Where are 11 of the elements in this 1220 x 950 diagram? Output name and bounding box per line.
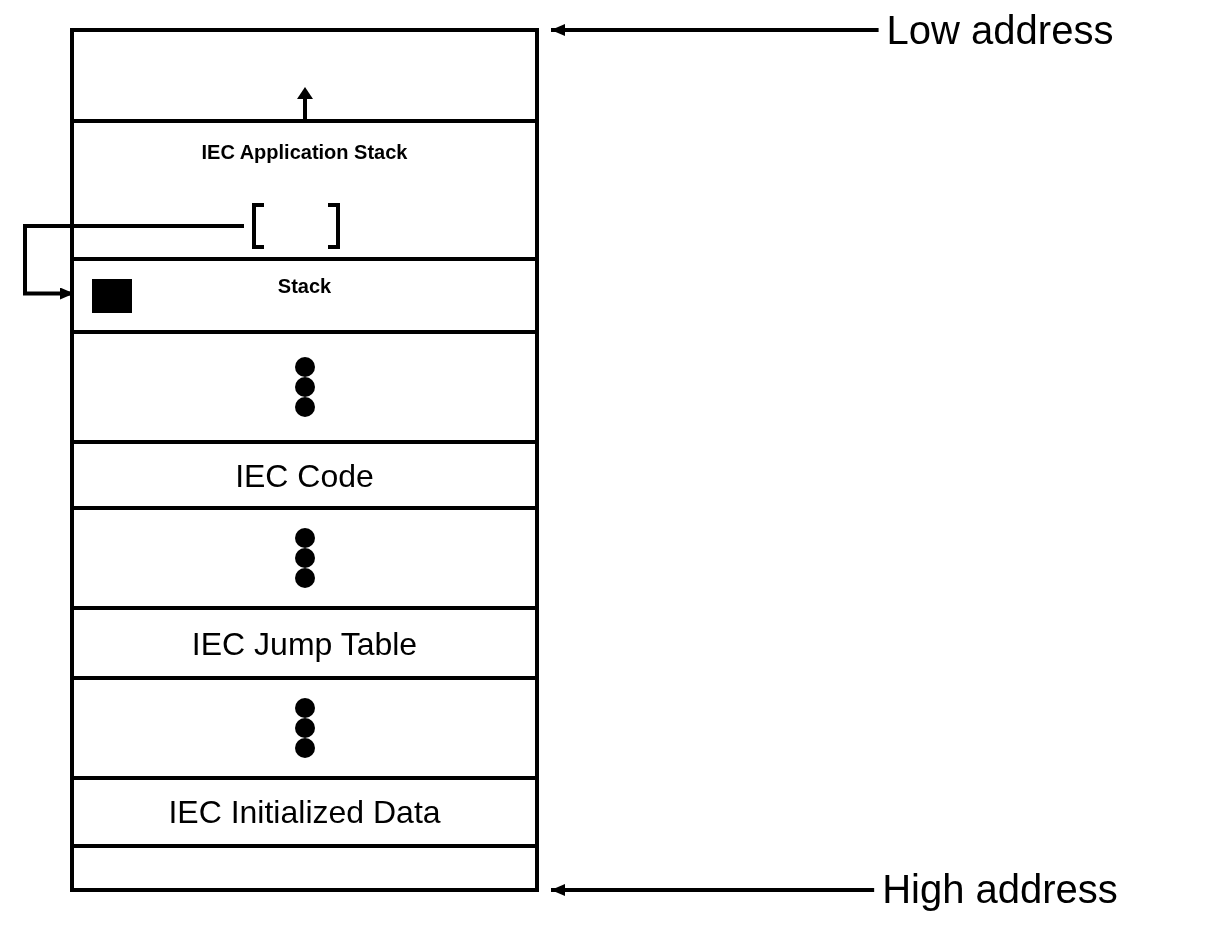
- region-label: IEC Initialized Data: [168, 794, 441, 831]
- region-label: IEC Application Stack: [201, 141, 408, 164]
- arrow: [23, 224, 244, 300]
- arrow: [551, 24, 879, 36]
- region-label: Low address: [886, 7, 1114, 53]
- region-label: Stack: [277, 275, 332, 298]
- region-label: High address: [882, 866, 1118, 912]
- region-label: IEC Jump Table: [191, 626, 418, 663]
- region-label: IEC Code: [235, 458, 374, 495]
- memory-block: [70, 28, 539, 892]
- arrow: [551, 884, 875, 896]
